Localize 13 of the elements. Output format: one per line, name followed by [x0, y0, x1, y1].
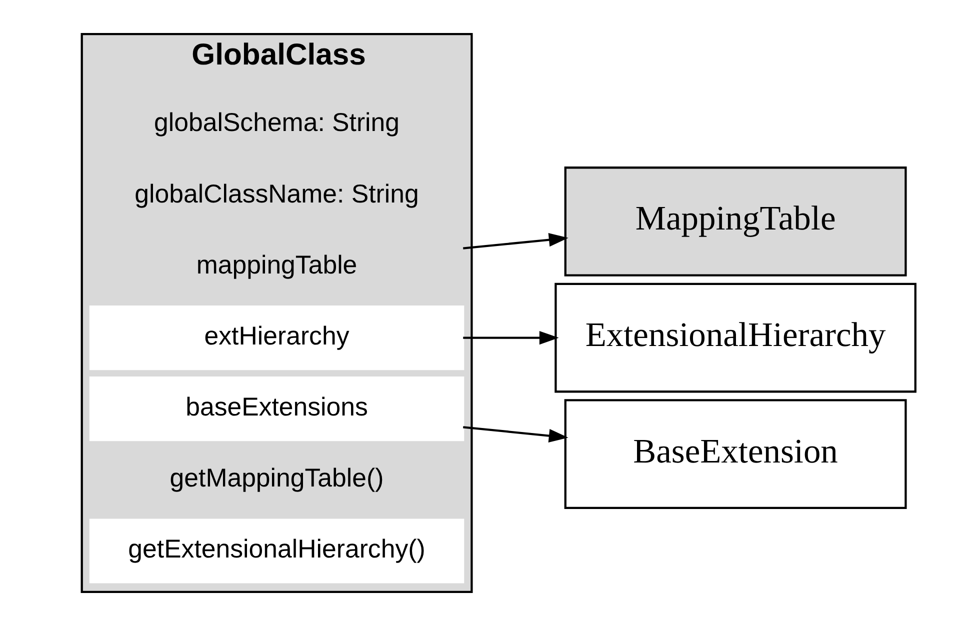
node-text: globalClassName: String: [134, 180, 418, 208]
arrow: [462, 330, 558, 345]
node-text: mappingTable: [196, 251, 357, 280]
node-box: MappingTable: [564, 166, 906, 276]
node-text: getMappingTable(): [169, 464, 384, 493]
node-box: baseExtensions: [88, 376, 464, 442]
node-box: BaseExtension: [564, 399, 906, 509]
node-box: getExtensionalHierarchy(): [88, 518, 464, 584]
arrow: [462, 233, 568, 250]
node-text: globalSchema: String: [154, 109, 400, 138]
node-box: extHierarchy: [88, 305, 464, 370]
node-box: ExtensionalHierarchy: [554, 282, 916, 393]
arrow: [462, 426, 568, 442]
